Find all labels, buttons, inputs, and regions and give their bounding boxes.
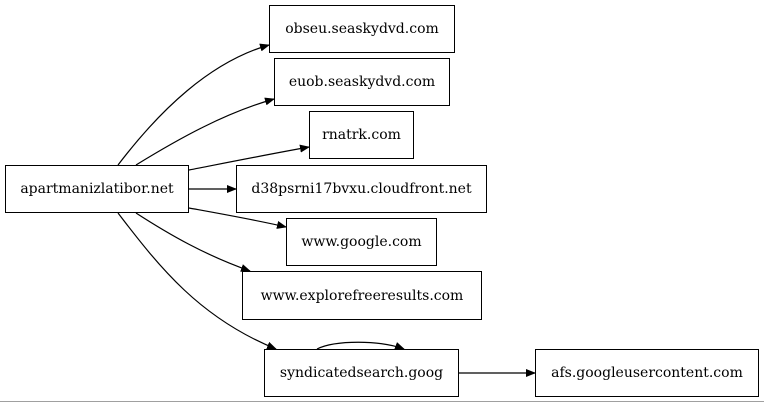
node-euob-seaskydvd-com: euob.seaskydvd.com	[274, 58, 450, 106]
node-www-explorefreeresults-com: www.explorefreeresults.com	[242, 271, 482, 320]
node-label: d38psrni17bvxu.cloudfront.net	[251, 181, 472, 197]
node-label: euob.seaskydvd.com	[288, 74, 436, 90]
bottom-divider	[0, 401, 764, 402]
edge-root-to-synd	[117, 212, 277, 350]
edge-root-to-obseu	[117, 43, 270, 166]
node-www-google-com: www.google.com	[286, 218, 437, 266]
node-rnatrk-com: rnatrk.com	[309, 111, 414, 159]
edge-root-to-rnatrk	[188, 144, 310, 171]
node-obseu-seaskydvd-com: obseu.seaskydvd.com	[269, 5, 455, 53]
node-label: obseu.seaskydvd.com	[285, 21, 439, 37]
node-label: afs.googleusercontent.com	[551, 365, 743, 381]
node-label: www.explorefreeresults.com	[260, 287, 464, 304]
node-afs-googleusercontent-com: afs.googleusercontent.com	[535, 349, 759, 397]
node-label: syndicatedsearch.goog	[279, 365, 444, 381]
node-label: www.google.com	[301, 234, 422, 250]
node-d38psrni17bvxu-cloudfront-net: d38psrni17bvxu.cloudfront.net	[236, 165, 487, 213]
edge-root-to-google	[188, 207, 287, 229]
edge-root-to-explore	[135, 212, 251, 272]
edge-root-to-euob	[135, 97, 275, 166]
node-syndicatedsearch-goog: syndicatedsearch.goog	[264, 349, 459, 397]
node-label: apartmanizlatibor.net	[20, 181, 174, 197]
node-apartmanizlatibor-net: apartmanizlatibor.net	[5, 165, 189, 213]
node-label: rnatrk.com	[322, 127, 401, 143]
edge-synd-self-loop	[316, 341, 405, 350]
